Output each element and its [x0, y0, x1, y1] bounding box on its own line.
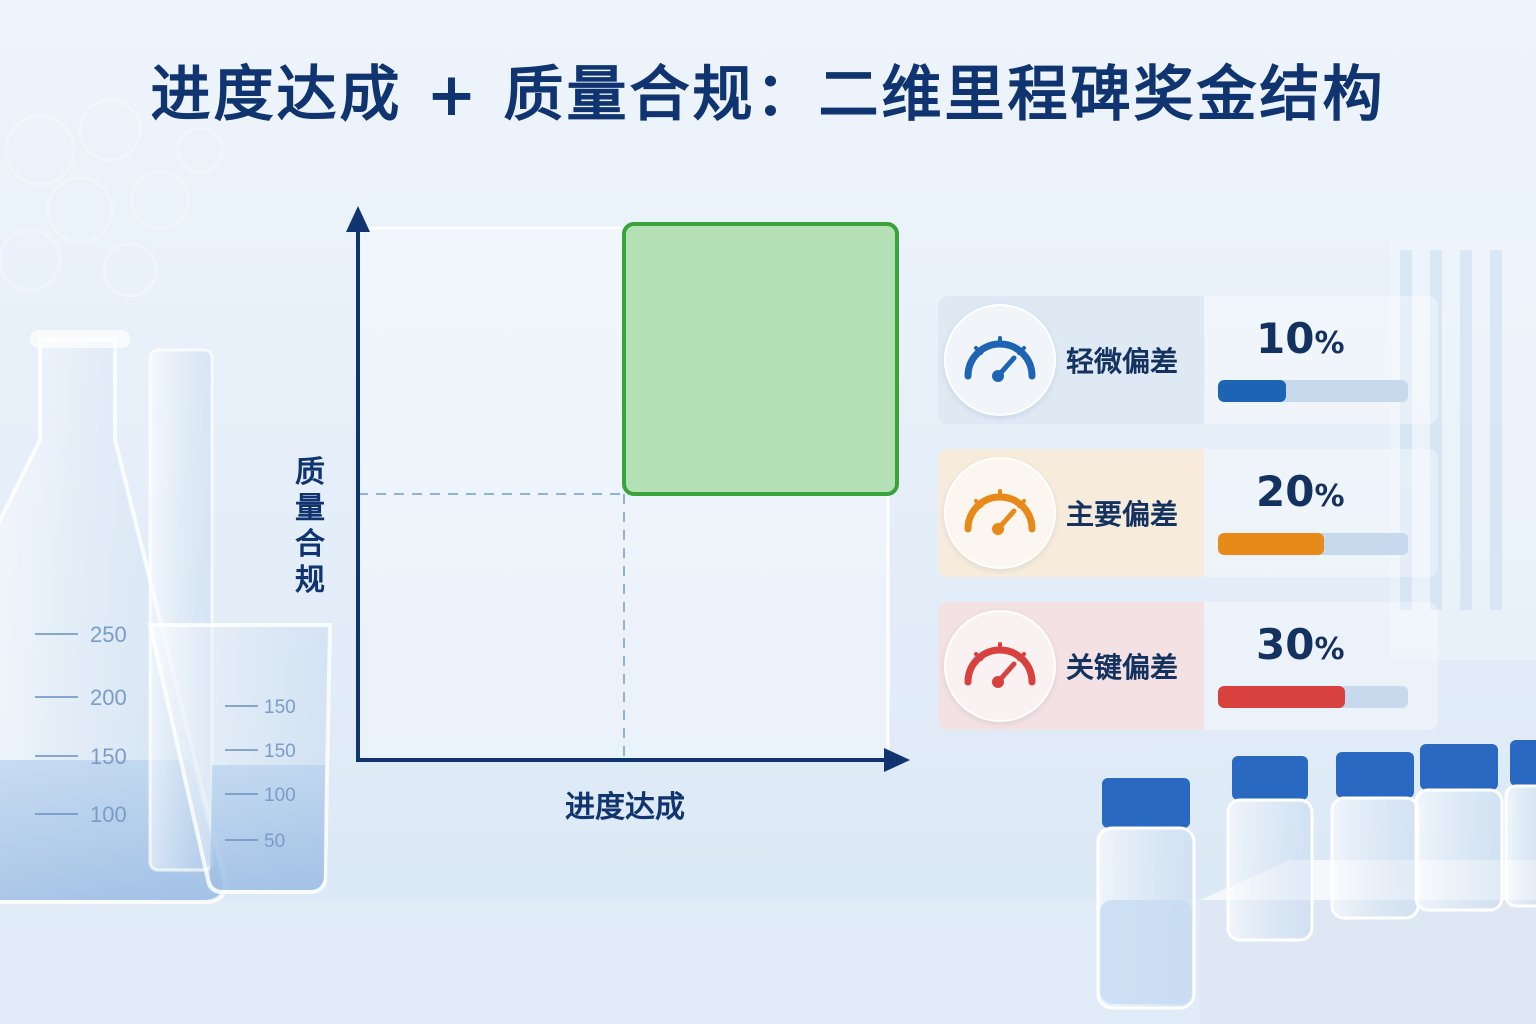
y-axis-arrow [346, 206, 370, 232]
progress-fill [1218, 686, 1345, 708]
deviation-label: 关键偏差 [1066, 646, 1178, 686]
deviation-label: 轻微偏差 [1066, 340, 1178, 380]
deviation-card: 主要偏差 20% [938, 449, 1438, 577]
percent-value: 30 [1256, 620, 1314, 669]
progress-bar [1218, 686, 1408, 708]
deviation-percent: 20% [1256, 467, 1345, 516]
deviation-label: 主要偏差 [1066, 493, 1178, 533]
speedometer-icon [944, 304, 1056, 416]
x-axis-label: 进度达成 [525, 782, 725, 826]
deviation-percent: 30% [1256, 620, 1345, 669]
percent-unit: % [1314, 632, 1344, 667]
speedometer-icon [944, 610, 1056, 722]
speedometer-icon [944, 457, 1056, 569]
percent-unit: % [1314, 479, 1344, 514]
progress-bar [1218, 380, 1408, 402]
progress-bar [1218, 533, 1408, 555]
deviation-card: 关键偏差 30% [938, 602, 1438, 730]
x-axis-arrow [884, 748, 910, 772]
progress-fill [1218, 533, 1324, 555]
y-axis-label: 质量合规 [288, 455, 332, 599]
highlight-quadrant [624, 224, 897, 494]
progress-fill [1218, 380, 1286, 402]
deviation-card: 轻微偏差 10% [938, 296, 1438, 424]
percent-value: 10 [1256, 314, 1314, 363]
percent-value: 20 [1256, 467, 1314, 516]
percent-unit: % [1314, 326, 1344, 361]
deviation-percent: 10% [1256, 314, 1345, 363]
